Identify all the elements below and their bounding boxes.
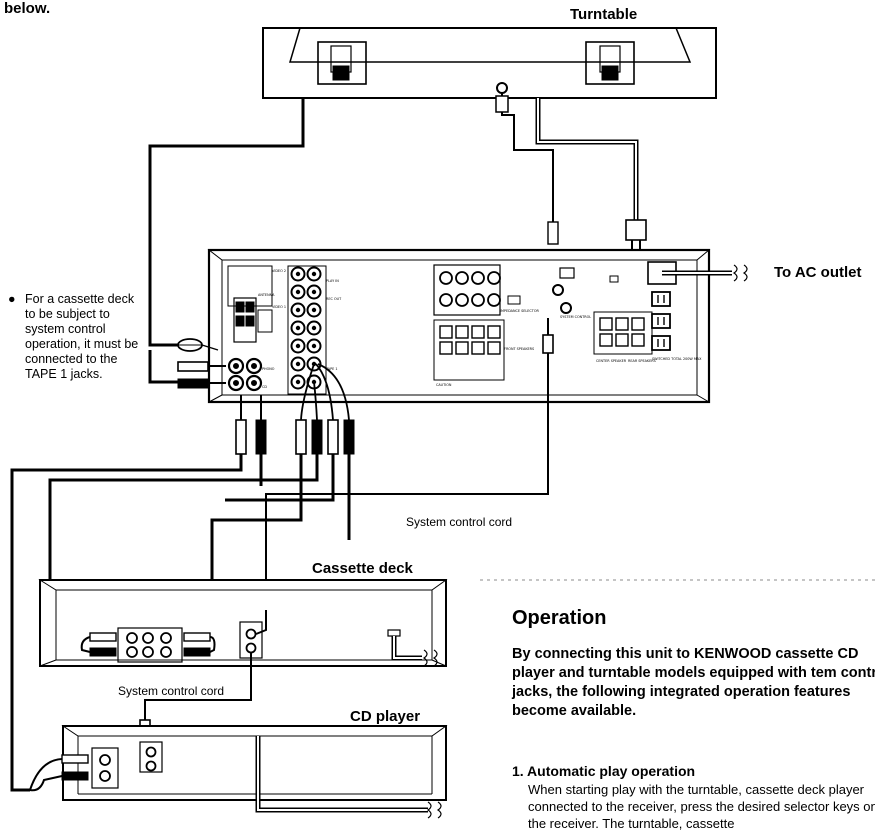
panel-text-caution: CAUTION [436,383,452,387]
cassette-deck-unit [38,579,448,667]
panel-text-phono: PHONO [262,367,275,371]
panel-text-system-control: SYSTEM CONTROL [560,315,591,319]
panel-tiny-labels: VIDEO 2 VIDEO 1 PLAY IN REC OUT TAPE 1 P… [258,269,702,389]
panel-text-tape1: TAPE 1 [325,367,338,371]
panel-text-ac-switched: SWITCHED TOTAL 200W MAX [652,357,702,361]
cassette-note: ● For a cassette deck to be subject to s… [8,292,143,382]
panel-text-center-speaker: CENTER SPEAKER [596,359,627,363]
panel-text-rear-speakers: REAR SPEAKERS [628,359,656,363]
label-turntable: Turntable [570,6,638,23]
panel-text-impedance-selector: IMPEDANCE SELECTOR [500,309,540,313]
label-cassette-deck: Cassette deck [312,560,413,577]
operation-item1-title: 1. Automatic play operation [512,763,696,779]
turntable-unit [262,27,717,99]
panel-text-video1: VIDEO 1 [272,305,286,309]
cd-player-unit [29,725,448,819]
note-text: For a cassette deck to be subject to sys… [25,292,139,381]
label-system-cord-1: System control cord [406,515,513,529]
operation-title: Operation [512,607,607,629]
panel-text-cd: CD [262,385,267,389]
operation-intro: By connecting this unit to KENWOOD casse… [512,646,875,719]
label-cd-player: CD player [350,708,421,725]
label-ac-outlet: To AC outlet [774,264,862,281]
receiver-rear-panel [207,248,748,404]
operation-item1-body: When starting play with the turntable, c… [528,782,875,831]
panel-text-front-speakers: FRONT SPEAKERS [504,347,534,351]
note-bullet: ● [8,292,16,306]
rca-plug-cluster [235,363,355,455]
panel-text-rec-out: REC OUT [326,297,342,301]
panel-text-play-in: PLAY IN [326,279,339,283]
turntable-cable-plug [177,338,219,352]
label-system-cord-2: System control cord [118,684,225,698]
panel-text-video2: VIDEO 2 [272,269,286,273]
panel-text-antenna: ANTENNA [258,293,275,297]
header-fragment: below. [4,0,51,17]
